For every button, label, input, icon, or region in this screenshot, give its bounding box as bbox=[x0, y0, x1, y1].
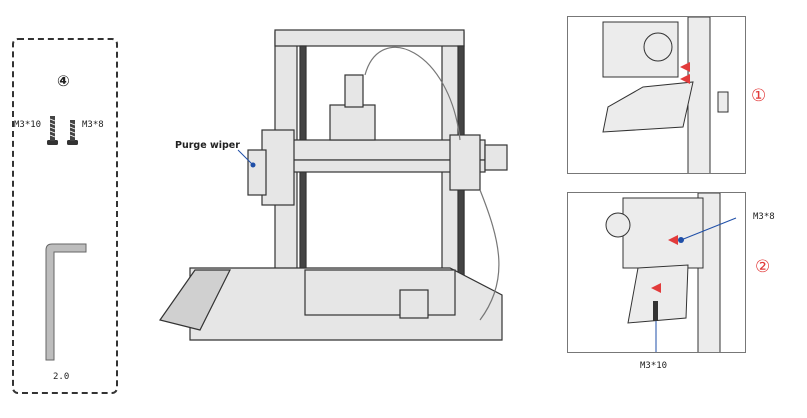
printer-illustration bbox=[159, 29, 508, 341]
detail-1-step: ① bbox=[751, 86, 767, 106]
screw-short-label: M3*8 bbox=[82, 120, 104, 130]
detail-panel-2 bbox=[567, 192, 746, 353]
wrench-size-label: 2.0 bbox=[53, 372, 70, 382]
part-group-number: ④ bbox=[57, 72, 70, 90]
parts-box bbox=[12, 38, 118, 394]
detail-panel-1 bbox=[567, 16, 746, 174]
screw-long-label: M3*10 bbox=[14, 120, 42, 130]
hex-wrench-icon bbox=[45, 243, 87, 361]
screws-icon bbox=[47, 116, 78, 145]
detail-2-screw-bottom-label: M3*10 bbox=[640, 361, 668, 371]
detail-2-illustration bbox=[605, 193, 737, 352]
detail-1-illustration bbox=[602, 17, 729, 173]
purge-wiper-label: Purge wiper bbox=[175, 140, 240, 151]
detail-2-step: ② bbox=[755, 257, 771, 277]
detail-2-screw-top-label: M3*8 bbox=[753, 212, 775, 222]
